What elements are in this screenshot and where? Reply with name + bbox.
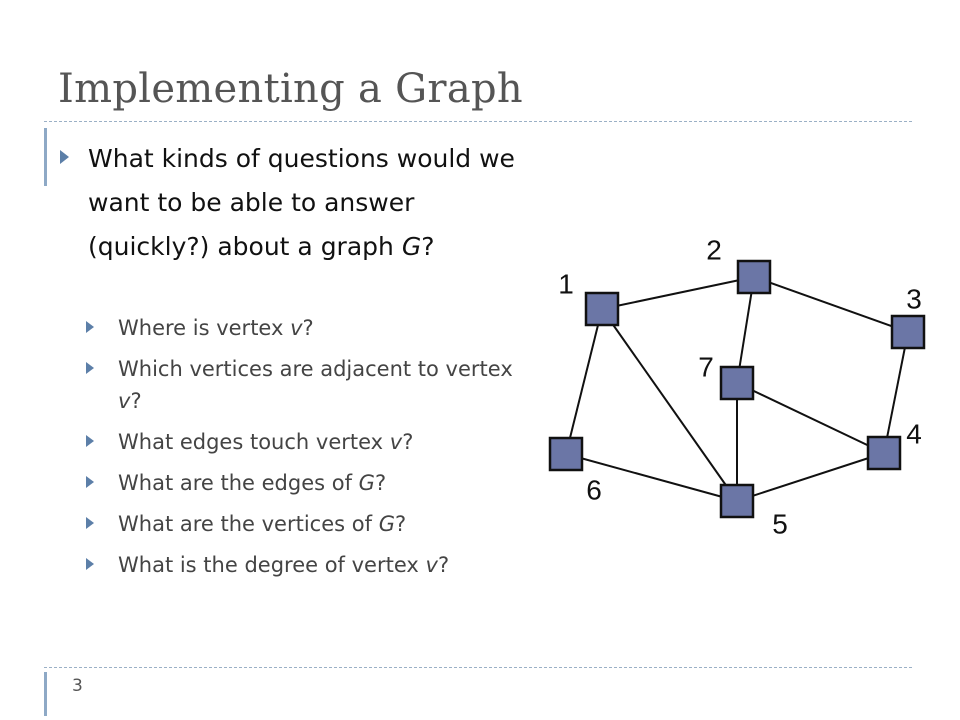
graph-vertex-7: [719, 365, 755, 401]
graph-edge-2-3: [753, 276, 909, 333]
vertex-label-7: 7: [698, 351, 714, 382]
graph-vertex-3: [890, 314, 926, 350]
sub-bullet-list: Where is vertex v? Which vertices are ad…: [86, 312, 526, 590]
vertex-label-2: 2: [706, 234, 722, 265]
footer-divider: [44, 667, 912, 668]
graph-edge-7-4: [736, 382, 885, 454]
graph-edge-1-6: [565, 308, 603, 455]
sub-bullet: What are the vertices of G?: [86, 508, 526, 540]
graph-edge-4-5: [736, 452, 885, 502]
vertex-label-4: 4: [906, 418, 922, 449]
accent-bar-top: [44, 128, 47, 186]
sub-bullet: Which vertices are adjacent to vertex v?: [86, 353, 526, 417]
graph-vertex-1: [584, 291, 620, 327]
graph-edge-3-4: [883, 331, 909, 454]
vertex-label-6: 6: [586, 474, 602, 505]
sub-bullet: What edges touch vertex v?: [86, 426, 526, 458]
vertex-label-1: 1: [558, 268, 574, 299]
graph-edge-2-7: [736, 276, 755, 384]
graph-vertex-2: [736, 259, 772, 295]
graph-edges: [565, 276, 909, 502]
accent-bar-bottom: [44, 672, 47, 716]
slide-title: Implementing a Graph: [58, 66, 523, 112]
vertex-label-5: 5: [772, 508, 788, 539]
graph-vertex-5: [719, 483, 755, 519]
main-bullet-arrow-icon: [60, 150, 69, 164]
page-number: 3: [72, 676, 83, 696]
sub-bullet: What is the degree of vertex v?: [86, 549, 526, 581]
graph-labels: 1 2 3 4 5 6 7: [558, 234, 922, 539]
sub-bullet: What are the edges of G?: [86, 467, 526, 499]
graph-edge-1-5: [601, 308, 738, 502]
sub-bullet: Where is vertex v?: [86, 312, 526, 344]
graph-vertex-4: [866, 435, 902, 471]
graph-edge-6-5: [565, 453, 738, 502]
vertex-label-3: 3: [906, 283, 922, 314]
graph-edge-1-2: [601, 276, 755, 310]
graph-nodes: [548, 259, 926, 519]
graph-vertex-6: [548, 436, 584, 472]
title-divider: [44, 121, 912, 122]
main-bullet-text: What kinds of questions would we want to…: [88, 144, 515, 261]
